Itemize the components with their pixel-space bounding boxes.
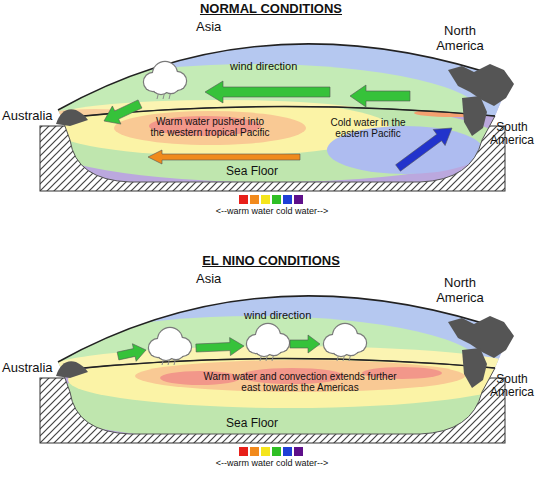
water-layer	[114, 111, 306, 145]
cloud-puff	[343, 339, 359, 355]
land-australia	[56, 361, 88, 378]
place-name: Australia	[2, 109, 53, 124]
color-swatch	[261, 447, 270, 456]
flow-arrow	[350, 85, 410, 107]
ocean-outline	[62, 106, 495, 182]
ocean-outline	[62, 358, 495, 434]
atmosphere-edge	[58, 296, 510, 362]
color-swatch	[261, 195, 270, 204]
color-swatch	[283, 447, 292, 456]
el-nino-panel	[8, 292, 532, 456]
place-name: Asia	[196, 20, 221, 35]
flow-arrow	[104, 100, 142, 124]
water-note: Cold water in the eastern Pacific	[322, 117, 414, 139]
water-note: Warm water and convection extends furthe…	[200, 371, 400, 393]
air-layer	[8, 40, 532, 188]
place-name: South America	[487, 373, 537, 400]
water-layer	[68, 352, 512, 408]
legend-caption: <--warm water cold water-->	[182, 206, 362, 216]
land-south-america	[462, 348, 487, 388]
flow-arrow	[196, 338, 244, 356]
color-swatch	[239, 195, 248, 204]
color-swatch	[272, 447, 281, 456]
land-south-america	[462, 96, 487, 136]
flow-arrow	[396, 128, 452, 171]
flow-arrow	[148, 150, 300, 164]
sea-surface	[62, 358, 495, 370]
place-name: Asia	[196, 272, 221, 287]
ocean-layers	[40, 352, 520, 442]
place-name: Australia	[2, 361, 53, 376]
atmosphere-layers	[8, 40, 532, 188]
panel-heading: NORMAL CONDITIONS	[171, 2, 371, 17]
color-swatch	[283, 195, 292, 204]
legend-caption: <--warm water cold water-->	[182, 458, 362, 468]
wind-label: wind direction	[244, 309, 311, 321]
sea-floor-label: Sea Floor	[226, 417, 278, 430]
ocean-layers	[38, 100, 502, 182]
place-name: North America	[428, 276, 492, 305]
place-name: North America	[428, 24, 492, 53]
color-swatch	[250, 195, 259, 204]
convection-cloud	[148, 327, 192, 365]
cloud-puff	[168, 343, 184, 359]
wind-label: wind direction	[230, 60, 297, 72]
color-swatch	[272, 195, 281, 204]
cloud-puff	[266, 339, 282, 355]
place-name: South America	[487, 121, 537, 148]
sea-floor-label: Sea Floor	[226, 165, 278, 178]
flow-arrow	[290, 335, 320, 353]
cloud-puff	[163, 77, 179, 93]
panel-heading: EL NINO CONDITIONS	[171, 254, 371, 269]
normal-panel	[8, 40, 532, 204]
convection-cloud	[323, 323, 367, 361]
color-swatch	[250, 447, 259, 456]
flow-arrow	[205, 81, 330, 103]
convection-cloud	[143, 61, 187, 99]
land-australia	[56, 109, 88, 126]
color-swatch	[294, 447, 303, 456]
flow-arrow	[117, 344, 146, 362]
water-note: Warm water pushed into the western tropi…	[150, 116, 270, 138]
convection-cloud	[246, 323, 290, 361]
atmosphere-edge	[58, 44, 510, 110]
color-swatch	[294, 195, 303, 204]
color-swatch	[239, 447, 248, 456]
